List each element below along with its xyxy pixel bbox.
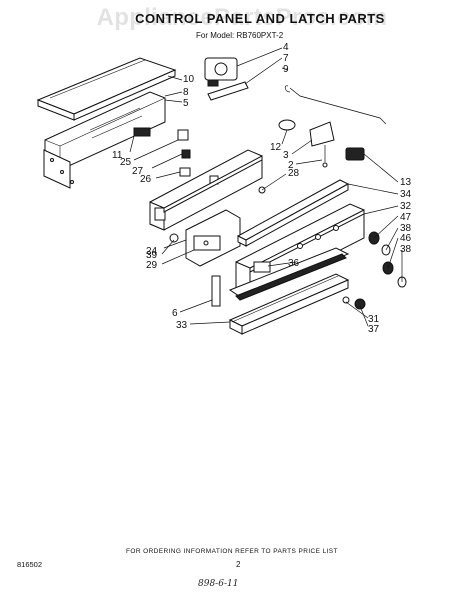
latch-mechanism	[204, 57, 249, 101]
callout-11: 11	[112, 150, 123, 161]
clock-timer-module	[169, 209, 241, 267]
callout-36: 36	[288, 258, 300, 269]
handwritten-note: 898-6-11	[198, 579, 239, 589]
callout-labels: 10 8 5 4 7 9 11 25 27 26 12 3 2 28 13 34…	[112, 42, 412, 335]
model-subtitle: For Model: RB760PXT-2	[196, 31, 284, 40]
callout-10: 10	[183, 74, 195, 85]
latch-rod	[284, 85, 387, 125]
top-cover-panel	[36, 57, 177, 121]
callout-29: 29	[146, 260, 158, 271]
callout-8: 8	[183, 87, 189, 98]
page-number: 2	[236, 560, 241, 569]
callout-24: 24	[146, 246, 158, 257]
callout-4: 4	[283, 42, 289, 53]
door-handle-trim	[228, 247, 350, 335]
callout-25: 25	[120, 157, 132, 168]
spacer-post	[211, 275, 221, 307]
document-number: 816502	[17, 560, 43, 569]
callout-34: 34	[400, 189, 412, 200]
watermark: AppliancePartsPros.com	[96, 4, 388, 31]
callout-5: 5	[183, 98, 189, 109]
callout-38-upper: 38	[400, 223, 412, 234]
callout-32: 32	[400, 201, 412, 212]
callout-28: 28	[288, 168, 300, 179]
callout-37: 37	[368, 324, 380, 335]
diagram-title: CONTROL PANEL AND LATCH PARTS	[135, 11, 385, 26]
callout-7: 7	[283, 53, 289, 64]
callout-12: 12	[270, 142, 282, 153]
callout-31: 31	[368, 314, 380, 325]
control-panel-backplate	[149, 149, 263, 231]
callout-47: 47	[400, 212, 412, 223]
callout-6: 6	[172, 308, 178, 319]
callout-39: 39	[146, 250, 158, 261]
callout-46: 46	[400, 233, 412, 244]
support-brace	[236, 179, 350, 247]
callout-leaders	[129, 47, 403, 327]
callout-3: 3	[283, 150, 289, 161]
callout-33: 33	[176, 320, 188, 331]
indicator-light	[345, 147, 365, 161]
ordering-info-footer: FOR ORDERING INFORMATION REFER TO PARTS …	[126, 548, 338, 555]
lock-parts	[278, 119, 335, 168]
callout-38-lower: 38	[400, 244, 412, 255]
callout-9: 9	[283, 64, 289, 75]
callout-2: 2	[288, 160, 294, 171]
callout-27: 27	[132, 166, 144, 177]
callout-13: 13	[400, 177, 412, 188]
callout-26: 26	[140, 174, 152, 185]
back-bracket	[43, 91, 166, 189]
